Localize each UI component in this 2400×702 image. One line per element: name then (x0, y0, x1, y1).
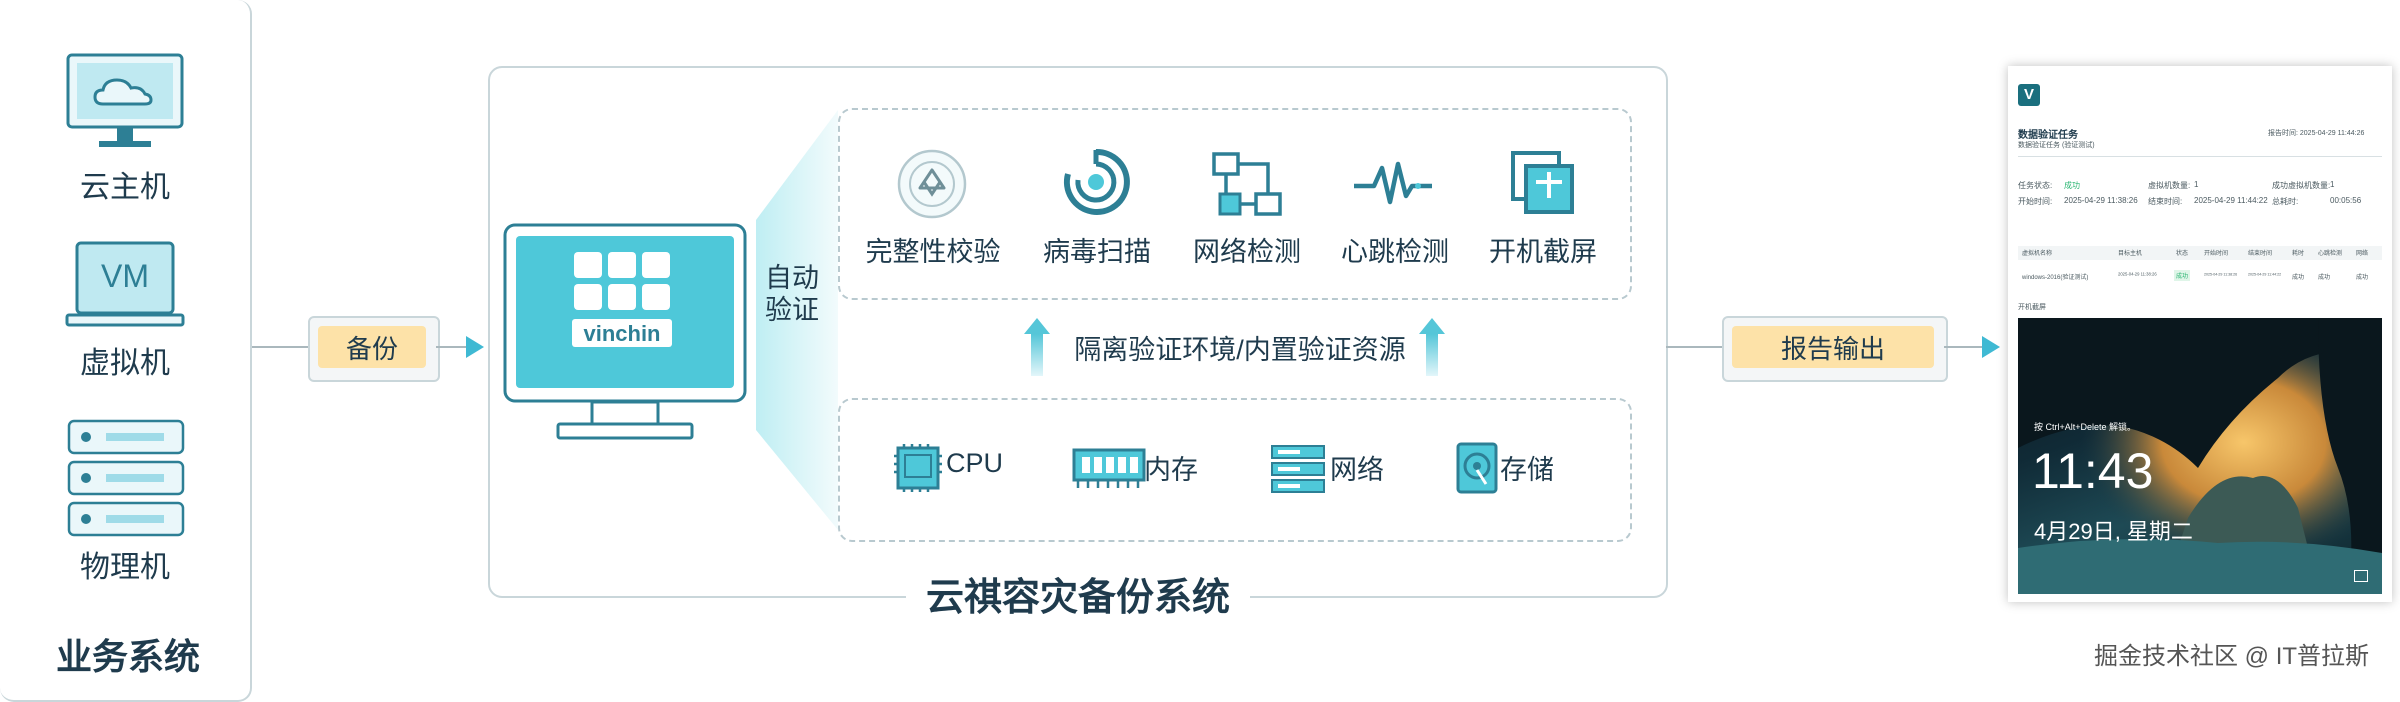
vm-text: VM (101, 258, 149, 294)
integrity-check-icon (896, 148, 968, 220)
report-tag: 报告输出 (1732, 326, 1934, 368)
verification-features-box (838, 108, 1632, 300)
report-r2-v2: 2025-04-29 11:44:22 (2194, 196, 2268, 205)
lock-time: 11:43 (2032, 443, 2154, 499)
report-td-5: 成功 (2292, 275, 2305, 281)
report-table-header-bg (2018, 246, 2382, 260)
vm-laptop-icon: VM (65, 240, 185, 330)
report-r2-k1: 开始时间: (2018, 197, 2053, 206)
isolated-env-label: 隔离验证环境/内置验证资源 (1074, 335, 1406, 365)
feature-virus-label: 病毒扫描 (1043, 237, 1151, 267)
report-r1-k2: 虚拟机数量: (2148, 181, 2191, 190)
network-icon (1270, 444, 1326, 494)
lock-hint: 按 Ctrl+Alt+Delete 解锁。 (2034, 422, 2137, 432)
report-td-7: 成功 (2356, 275, 2369, 281)
cpu-icon (892, 442, 944, 494)
report-logo: V (2018, 84, 2040, 106)
resource-memory-label: 内存 (1144, 455, 1198, 485)
vinchin-monitor-icon: vinchin (502, 222, 748, 444)
virus-scan-icon (1060, 146, 1132, 220)
report-td-6: 成功 (2318, 275, 2331, 281)
cloud-monitor-icon (65, 52, 185, 152)
report-sub: 数据验证任务 (验证测试) (2018, 142, 2095, 149)
report-th-1: 目标主机 (2118, 251, 2143, 257)
up-arrow-right-stem (1426, 334, 1438, 376)
report-td-4: 2025-04-29 11:44:22 (2248, 273, 2282, 277)
backup-line-right (436, 346, 468, 348)
report-th-7: 网络 (2356, 251, 2369, 257)
auto-verify-label: 自动 验证 (756, 262, 828, 326)
report-heading: 数据验证任务 (2018, 130, 2078, 141)
auto-verify-line2: 验证 (765, 295, 819, 325)
backup-line-left (252, 346, 312, 348)
vm-label: 虚拟机 (80, 347, 170, 380)
projection-shape (756, 110, 838, 530)
report-arrowhead (1982, 336, 2000, 358)
resource-storage-label: 存储 (1500, 455, 1554, 485)
up-arrow-right (1419, 318, 1445, 334)
network-detect-icon (1210, 150, 1284, 220)
resource-cpu-label: CPU (946, 448, 1004, 478)
up-arrow-left-stem (1031, 334, 1043, 376)
report-divider (2018, 156, 2382, 157)
report-td-1: 2025-04-29 11:38:26 (2118, 272, 2157, 278)
screenshot-icon (1510, 150, 1576, 216)
lock-date: 4月29日, 星期二 (2034, 519, 2193, 544)
server-rack-icon (66, 418, 186, 538)
feature-heartbeat-label: 心跳检测 (1341, 237, 1449, 267)
report-td-2: 成功 (2174, 270, 2191, 281)
report-th-2: 状态 (2176, 251, 2189, 257)
report-line-right (1944, 346, 1984, 348)
report-td-3: 2025-04-29 11:38:26 (2204, 273, 2238, 277)
report-r2-k2: 结束时间: (2148, 197, 2183, 206)
feature-network-label: 网络检测 (1193, 237, 1301, 267)
auto-verify-line1: 自动 (765, 263, 819, 293)
report-r2-v3: 00:05:56 (2330, 196, 2362, 205)
report-r1-k1: 任务状态: (2018, 181, 2053, 190)
report-th-0: 虚拟机名称 (2022, 251, 2053, 257)
report-r2-k3: 总耗时: (2272, 197, 2299, 206)
memory-icon (1072, 446, 1146, 490)
physical-host-label: 物理机 (80, 551, 170, 584)
cloud-host-label: 云主机 (80, 171, 170, 204)
network-status-icon (2354, 570, 2368, 582)
feature-screenshot-label: 开机截屏 (1489, 237, 1597, 267)
feature-integrity-label: 完整性校验 (865, 237, 1001, 267)
report-th-4: 结束时间 (2248, 251, 2273, 257)
report-td-0: windows-2016(验证测试) (2022, 275, 2089, 281)
report-th-3: 开始时间 (2204, 251, 2229, 257)
business-system-title: 业务系统 (28, 628, 228, 680)
report-r1-v2: 1 (2194, 180, 2199, 189)
report-line-left (1666, 346, 1726, 348)
backup-arrowhead (466, 336, 484, 358)
report-r1-v1: 成功 (2064, 181, 2080, 190)
lock-screen-screenshot: 按 Ctrl+Alt+Delete 解锁。 11:43 4月29日, 星期二 (2018, 318, 2382, 594)
report-th-5: 耗时 (2292, 251, 2305, 257)
backup-tag: 备份 (318, 326, 426, 368)
report-time: 报告时间: 2025-04-29 11:44:26 (2268, 130, 2365, 137)
report-r2-v1: 2025-04-29 11:38:26 (2064, 196, 2138, 205)
storage-icon (1456, 442, 1498, 494)
report-r1-v3: 1 (2330, 180, 2335, 189)
heartbeat-icon (1352, 156, 1434, 212)
report-screenshot-label: 开机截屏 (2018, 304, 2046, 311)
up-arrow-left (1024, 318, 1050, 334)
report-r1-k3: 成功虚拟机数量: (2272, 181, 2331, 190)
watermark: 掘金技术社区 @ IT普拉斯 (2094, 643, 2370, 670)
report-document: V 数据验证任务 数据验证任务 (验证测试) 报告时间: 2025-04-29 … (2008, 66, 2392, 602)
report-th-6: 心跳检测 (2318, 251, 2343, 257)
dr-system-title: 云祺容灾备份系统 (906, 566, 1251, 621)
resource-network-label: 网络 (1330, 455, 1384, 485)
vinchin-brand: vinchin (583, 321, 661, 346)
verification-resources-box (838, 398, 1632, 542)
